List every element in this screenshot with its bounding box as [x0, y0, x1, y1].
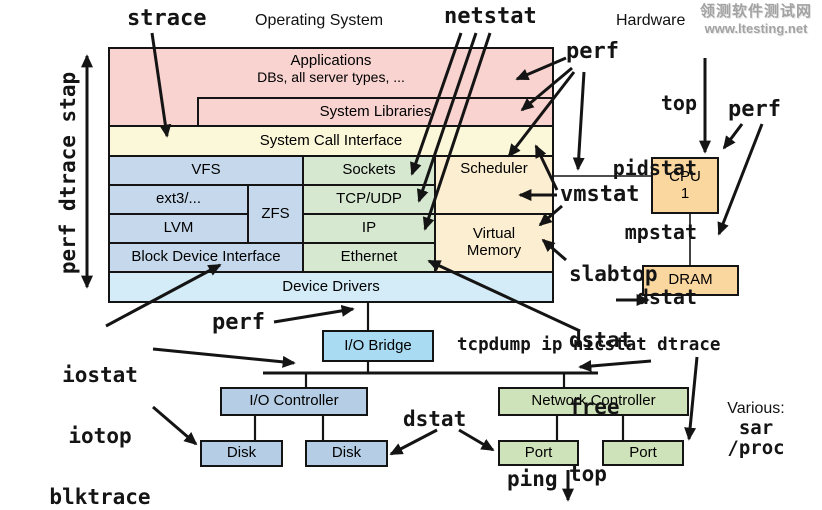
tool-blktrace: blktrace: [49, 485, 151, 510]
cpu-number-label: 1: [680, 184, 690, 202]
watermark: 领测软件测试网 www.ltesting.net: [691, 3, 821, 37]
profilers-axis-label: perf dtrace stap: [56, 71, 80, 275]
system-libraries-box: System Libraries: [197, 97, 554, 127]
tool-top-mem: top: [569, 462, 607, 487]
block-device-interface-label: Block Device Interface: [131, 248, 281, 266]
vmstat-label: vmstat: [560, 182, 640, 207]
lvm-label: LVM: [163, 219, 194, 237]
tool-top: top: [660, 91, 697, 115]
disk-label-1: Disk: [226, 444, 257, 462]
disk-box-2: Disk: [305, 440, 388, 467]
zfs-label: ZFS: [261, 204, 290, 222]
perf-io-label: perf: [212, 310, 265, 335]
watermark-cn: 领测软件测试网: [699, 3, 812, 20]
ethernet-label: Ethernet: [340, 248, 398, 266]
cpu-label: CPU: [669, 167, 701, 185]
scheduler-box: Scheduler: [434, 155, 554, 215]
strace-label: strace: [127, 6, 207, 31]
ext3-label: ext3/...: [155, 190, 202, 208]
io-controller-box: I/O Controller: [220, 387, 368, 416]
tool-proc: /proc: [727, 437, 785, 459]
device-drivers-label: Device Drivers: [282, 277, 380, 295]
dram-label: DRAM: [668, 271, 713, 289]
network-controller-box: Network Controller: [498, 387, 689, 416]
vfs-label: VFS: [191, 161, 221, 179]
disk-label-2: Disk: [331, 444, 362, 462]
ext3-box: ext3/...: [108, 184, 249, 215]
watermark-url: www.ltesting.net: [704, 21, 808, 36]
perf-cpu-label: perf: [728, 97, 781, 122]
lvm-box: LVM: [108, 213, 249, 244]
sockets-box: Sockets: [302, 155, 436, 186]
io-bridge-box: I/O Bridge: [322, 330, 434, 362]
system-call-interface-box: System Call Interface: [108, 125, 554, 157]
tool-pidstat: pidstat: [612, 155, 697, 180]
tool-sar: sar: [738, 417, 774, 439]
ping-label: ping: [507, 467, 558, 491]
network-tools-label: tcpdump ip nicstat dtrace: [457, 335, 721, 355]
tool-slabtop: slabtop: [569, 261, 658, 286]
tool-iostat: iostat: [62, 362, 138, 387]
sockets-label: Sockets: [342, 161, 396, 179]
port-box-2: Port: [602, 440, 684, 466]
applications-sublabel: DBs, all server types, ...: [257, 68, 405, 85]
perf-app-label: perf: [566, 39, 619, 64]
device-drivers-box: Device Drivers: [108, 271, 554, 303]
network-controller-label: Network Controller: [531, 392, 656, 410]
zfs-box: ZFS: [247, 184, 304, 244]
system-call-interface-label: System Call Interface: [259, 131, 403, 149]
vfs-box: VFS: [108, 155, 304, 186]
netstat-label: netstat: [444, 4, 537, 29]
virtual-memory-box: Virtual Memory: [434, 213, 554, 273]
various-label: Various:: [727, 400, 785, 417]
hardware-title: Hardware: [616, 12, 686, 29]
dstat-bottom-label: dstat: [403, 407, 467, 431]
port-box-1: Port: [498, 440, 579, 466]
io-controller-label: I/O Controller: [249, 392, 339, 410]
memory-tools-list: slabtop dstat free top: [569, 218, 658, 510]
tool-free: free: [569, 395, 620, 420]
disk-box-1: Disk: [200, 440, 283, 467]
port-label-2: Port: [629, 443, 657, 461]
tool-dstat: dstat: [636, 284, 697, 309]
ip-label: IP: [361, 219, 377, 237]
scheduler-label: Scheduler: [460, 160, 528, 177]
block-tools-list: iostat iotop blktrace dtrace: [25, 324, 175, 510]
ethernet-box: Ethernet: [302, 242, 436, 273]
block-device-interface-box: Block Device Interface: [108, 242, 304, 273]
tool-mpstat: mpstat: [624, 220, 697, 244]
tool-dstat-mem: dstat: [569, 328, 633, 353]
tcp-udp-label: TCP/UDP: [336, 190, 402, 208]
virtual-memory-label: Virtual Memory: [466, 225, 522, 259]
system-libraries-label: System Libraries: [319, 102, 432, 120]
applications-label: Applications: [290, 52, 372, 69]
io-bridge-label: I/O Bridge: [344, 336, 412, 354]
port-label-1: Port: [524, 443, 553, 461]
tool-iotop: iotop: [68, 424, 132, 449]
ip-box: IP: [302, 213, 436, 244]
cpu-tools-list: top pidstat mpstat dstat: [595, 50, 697, 351]
operating-system-title: Operating System: [255, 12, 384, 29]
various-block: Various: sar /proc: [710, 400, 802, 458]
tcp-udp-box: TCP/UDP: [302, 184, 436, 215]
dram-box: DRAM: [642, 265, 739, 296]
